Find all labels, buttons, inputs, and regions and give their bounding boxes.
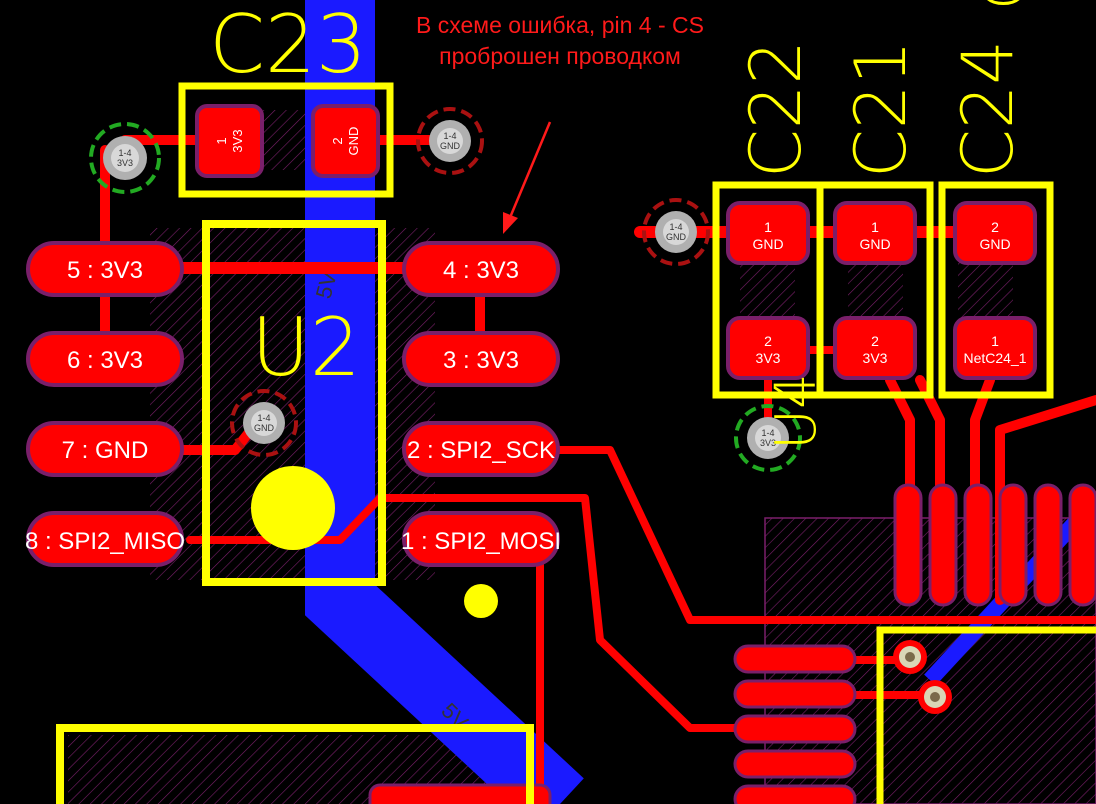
annotation-line2: проброшен проводком [439, 43, 681, 69]
c24-pad2[interactable] [953, 201, 1037, 265]
via-gnd-u2[interactable]: 1-4 GND [230, 389, 298, 457]
svg-text:3V3: 3V3 [756, 350, 781, 366]
top-right-designator: C7 C8 [970, 0, 1040, 10]
u2-pin7-pad[interactable] [26, 421, 184, 477]
annotation-line1: В схеме ошибка, pin 4 - CS [416, 12, 704, 38]
svg-text:2: 2 [871, 333, 879, 349]
c22-designator: C22 [735, 40, 817, 178]
svg-text:1-4: 1-4 [257, 413, 270, 423]
svg-text:1: 1 [764, 219, 772, 235]
u2-pad-labels: 5 : 3V3 4 : 3V3 6 : 3V3 3 : 3V3 7 : GND … [25, 257, 561, 555]
c23-silkscreen-outline [178, 82, 394, 198]
svg-text:1-4: 1-4 [669, 222, 682, 232]
svg-text:GND: GND [859, 236, 890, 252]
u2-pin6-label: 6 : 3V3 [67, 347, 143, 374]
u2-silkscreen-outline [202, 220, 386, 586]
c21-courtyard-hatch [848, 262, 903, 324]
svg-text:3V3: 3V3 [760, 438, 776, 448]
svg-text:2: 2 [764, 333, 772, 349]
u2-pin4-pad[interactable] [402, 241, 560, 297]
mcu-silkscreen-outline [876, 626, 1096, 804]
svg-text:GND: GND [254, 423, 275, 433]
svg-text:GND: GND [979, 236, 1010, 252]
u2-pin3-pad[interactable] [402, 331, 560, 387]
via-small-1[interactable] [893, 640, 927, 674]
svg-text:1-4: 1-4 [443, 131, 456, 141]
svg-text:2: 2 [991, 219, 999, 235]
c22-courtyard-hatch [740, 262, 795, 324]
via-3v3-left[interactable]: 1-4 3V3 [89, 122, 161, 194]
svg-text:1-4: 1-4 [118, 148, 131, 158]
svg-text:GND: GND [752, 236, 783, 252]
c23-designator: C23 [209, 0, 367, 91]
svg-text:2: 2 [330, 137, 345, 144]
u2-designator: U2 [251, 301, 360, 394]
via-gnd-c23[interactable]: 1-4 GND [416, 107, 484, 175]
u2-pin1-pad[interactable] [402, 511, 560, 567]
svg-text:3V3: 3V3 [863, 350, 888, 366]
u2-pin3-label: 3 : 3V3 [443, 347, 519, 374]
u2-pin1-label: 1 : SPI2_MOSI [401, 528, 561, 555]
u2-pin6-pad[interactable] [26, 331, 184, 387]
via-small-2[interactable] [918, 680, 952, 714]
svg-text:1: 1 [214, 137, 229, 144]
c23-pad2[interactable] [311, 104, 380, 178]
fiducial-dot [464, 584, 498, 618]
c22-pad2[interactable] [726, 316, 810, 380]
svg-text:GND: GND [440, 141, 461, 151]
bottom-left-silkscreen [56, 724, 534, 804]
c24-pad1[interactable] [953, 316, 1037, 380]
svg-text:GND: GND [346, 127, 361, 156]
svg-text:3V3: 3V3 [230, 129, 245, 152]
mcu-pads-top[interactable] [893, 483, 1096, 607]
c21-pad2[interactable] [833, 316, 917, 380]
annotation-arrow [503, 121, 552, 234]
u2-pin5-pad[interactable] [26, 241, 184, 297]
svg-text:GND: GND [666, 232, 687, 242]
bottom-5v-trace[interactable] [305, 0, 584, 804]
u4-designator: U4 [764, 373, 829, 450]
svg-text:NetC24_1: NetC24_1 [963, 350, 1026, 366]
c23-pad1[interactable] [195, 104, 264, 178]
c24-designator: C24 [947, 40, 1029, 178]
u2-pin2-pad[interactable] [402, 421, 560, 477]
mcu-pads-left[interactable] [733, 644, 857, 804]
u2-pin8-pad[interactable] [26, 511, 184, 567]
via-gnd-c22[interactable]: 1-4 GND [642, 198, 710, 266]
u2-pin2-label: 2 : SPI2_SCK [407, 437, 555, 464]
cap-pad-labels: 1 GND 2 3V3 1 GND 2 3V3 2 GND 1 NetC24_1 [752, 219, 1026, 366]
u2-pin5-label: 5 : 3V3 [67, 257, 143, 284]
c23-pad1-labels: 1 3V3 [214, 129, 245, 152]
c21-designator: C21 [840, 40, 922, 178]
u2-pin4-label: 4 : 3V3 [443, 257, 519, 284]
svg-text:1: 1 [991, 333, 999, 349]
svg-text:1: 1 [871, 219, 879, 235]
svg-text:3V3: 3V3 [117, 158, 133, 168]
c23-pad2-labels: 2 GND [330, 127, 361, 156]
u2-pin8-label: 8 : SPI2_MISO [25, 528, 185, 555]
bottom-left-pad[interactable] [368, 783, 552, 804]
svg-text:1-4: 1-4 [761, 428, 774, 438]
u2-pads[interactable] [26, 241, 560, 567]
u2-pin1-marker [251, 466, 335, 550]
c24-courtyard-hatch [958, 262, 1013, 324]
c24-silkscreen-outline [938, 181, 1054, 399]
c22-pad1[interactable] [726, 201, 810, 265]
u2-pin7-label: 7 : GND [62, 437, 149, 464]
via-3v3-bottom[interactable]: 1-4 3V3 [734, 404, 802, 472]
c21-silkscreen-outline [816, 181, 934, 399]
c21-pad1[interactable] [833, 201, 917, 265]
